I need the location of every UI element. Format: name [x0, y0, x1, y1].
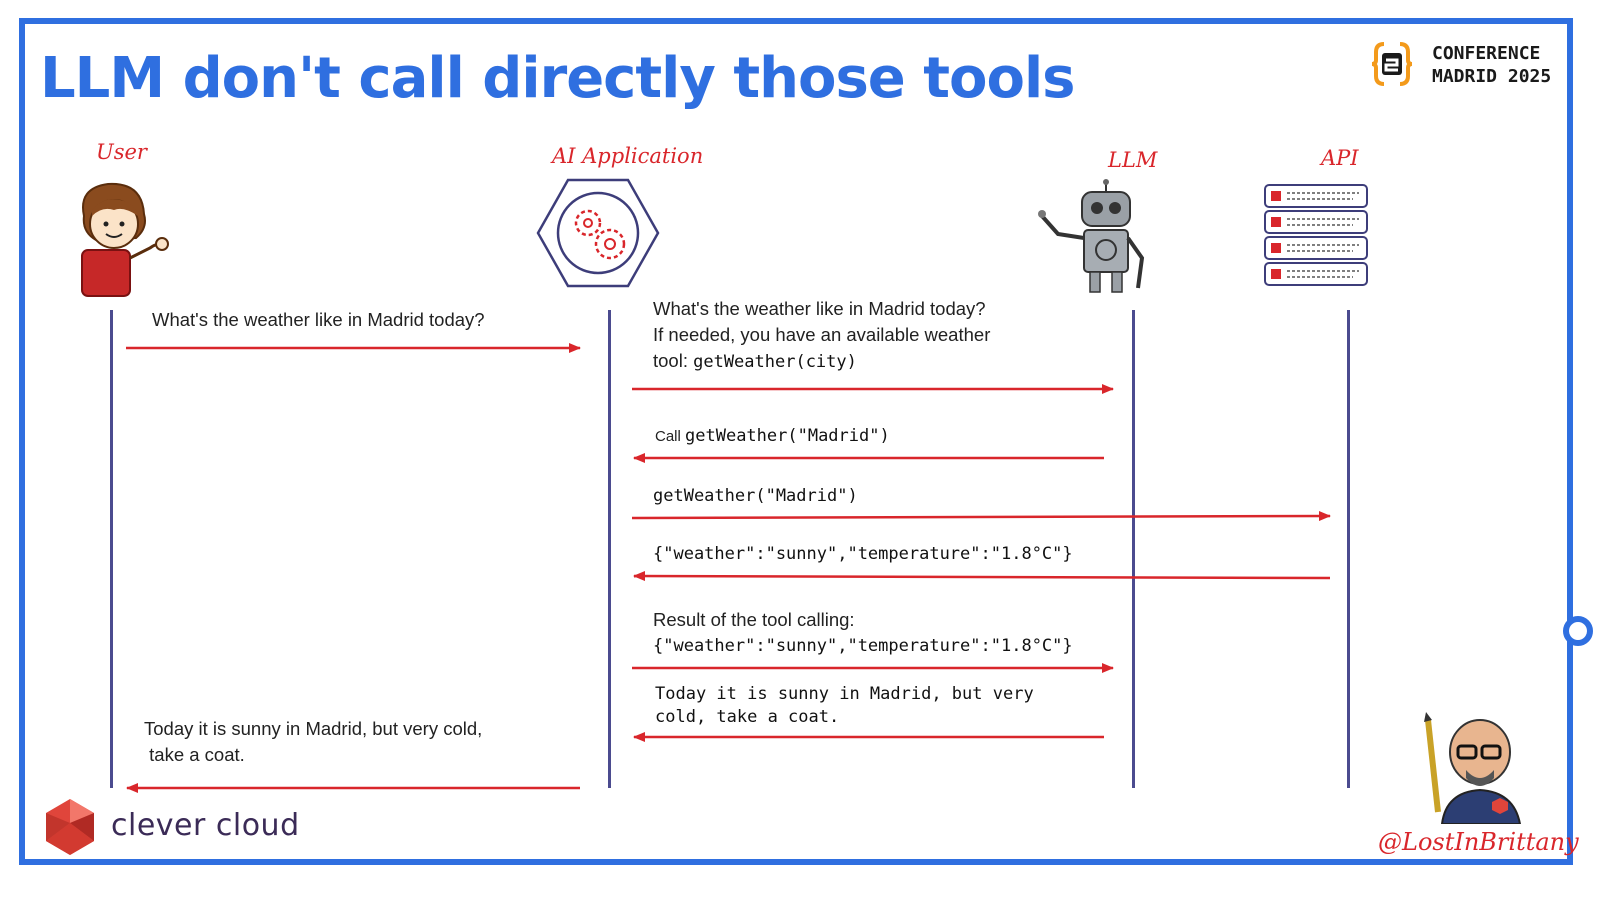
conference-name: CONFERENCE	[1432, 43, 1541, 64]
actor-label-llm: LLM	[1108, 148, 1158, 172]
arrow-api-to-app	[633, 571, 1331, 582]
message-app-prompt-code: getWeather(city)	[693, 352, 857, 372]
message-llm-call-code: getWeather("Madrid")	[685, 426, 890, 446]
message-app-prompt-line1: What's the weather like in Madrid today?	[653, 298, 986, 319]
message-tool-result: Result of the tool calling: {"weather":"…	[653, 607, 1073, 659]
lifeline-ai-application	[608, 310, 611, 788]
message-llm-answer-line1: Today it is sunny in Madrid, but very	[655, 684, 1034, 704]
message-tool-result-code: {"weather":"sunny","temperature":"1.8°C"…	[653, 636, 1073, 656]
message-app-prompt-prefix: tool:	[653, 350, 694, 371]
message-app-prompt-line3: tool: getWeather(city)	[653, 348, 990, 375]
actor-label-user: User	[96, 140, 147, 164]
slide-frame	[19, 18, 1573, 865]
clever-cloud-logo-icon	[46, 799, 94, 855]
message-final-answer-line1: Today it is sunny in Madrid, but very co…	[144, 718, 483, 739]
lifeline-api	[1347, 310, 1350, 788]
ai-application-gears-icon	[536, 178, 660, 288]
message-app-api-call: getWeather("Madrid")	[653, 486, 858, 506]
message-app-prompt: What's the weather like in Madrid today?…	[653, 296, 990, 375]
conference-edition: MADRID 2025	[1432, 66, 1552, 87]
user-character-icon	[81, 182, 169, 297]
message-llm-answer-line2: cold, take a coat.	[655, 707, 840, 727]
message-api-response: {"weather":"sunny","temperature":"1.8°C"…	[653, 544, 1073, 564]
clever-cloud-brand: clever cloud	[111, 808, 300, 843]
author-avatar-icon	[1424, 712, 1522, 824]
message-llm-call: Call getWeather("Madrid")	[655, 422, 890, 450]
actor-label-api: API	[1321, 146, 1359, 170]
arrow-app-to-api	[631, 511, 1331, 522]
api-documents-icon	[1264, 184, 1368, 286]
message-final-answer-line2: take a coat.	[144, 744, 245, 765]
message-app-prompt-line2: If needed, you have an available weather	[653, 324, 991, 345]
llm-robot-icon	[1038, 179, 1145, 293]
slide-title: LLM don't call directly those tools	[40, 46, 1075, 111]
lifeline-user	[110, 310, 113, 788]
frame-knob	[1563, 616, 1593, 646]
message-tool-result-label: Result of the tool calling:	[653, 609, 855, 630]
author-handle: @LostInBrittany	[1378, 828, 1579, 856]
actor-label-ai-application: AI Application	[552, 144, 704, 168]
message-llm-call-prefix: Call	[655, 428, 686, 445]
message-user-question: What's the weather like in Madrid today?	[152, 309, 485, 330]
lifeline-llm	[1132, 310, 1135, 788]
conference-logo-icon	[1372, 42, 1412, 86]
message-final-answer: Today it is sunny in Madrid, but very co…	[144, 716, 482, 768]
message-llm-answer: Today it is sunny in Madrid, but very co…	[655, 683, 1034, 729]
